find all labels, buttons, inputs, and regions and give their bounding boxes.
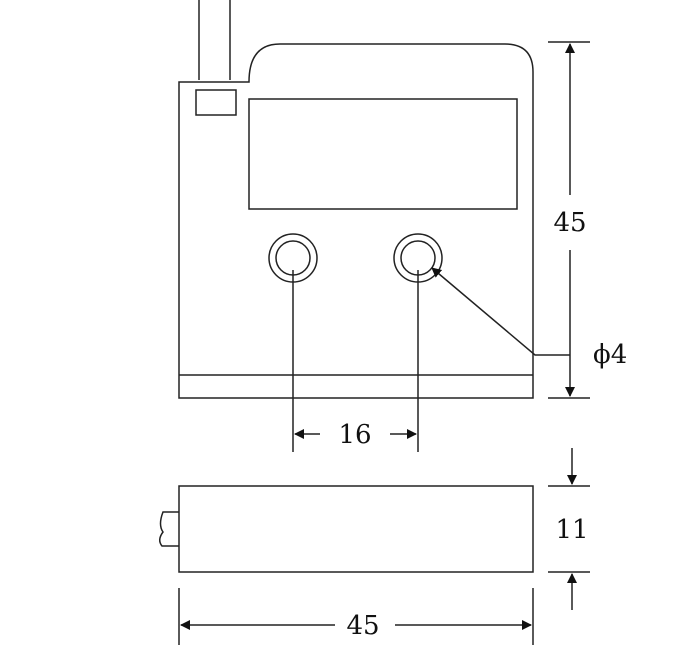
cable-clip-side [159,511,179,547]
dimension-thickness [548,448,590,610]
dimension-hole-spacing [292,270,419,452]
width-label: 45 [346,611,379,641]
sensor-body-front [178,43,534,399]
cable [198,0,231,80]
display-window [248,98,518,210]
height-label: 45 [553,208,586,238]
dimension-width [178,588,534,645]
dimension-hole-diameter [431,267,570,356]
hole-spacing-label: 16 [338,420,371,450]
dimension-height [548,41,590,399]
indicator-led [195,89,237,116]
hole-diameter-label: ϕ4 [593,340,627,370]
sensor-body-side [178,485,534,573]
thickness-label: 11 [555,515,588,545]
